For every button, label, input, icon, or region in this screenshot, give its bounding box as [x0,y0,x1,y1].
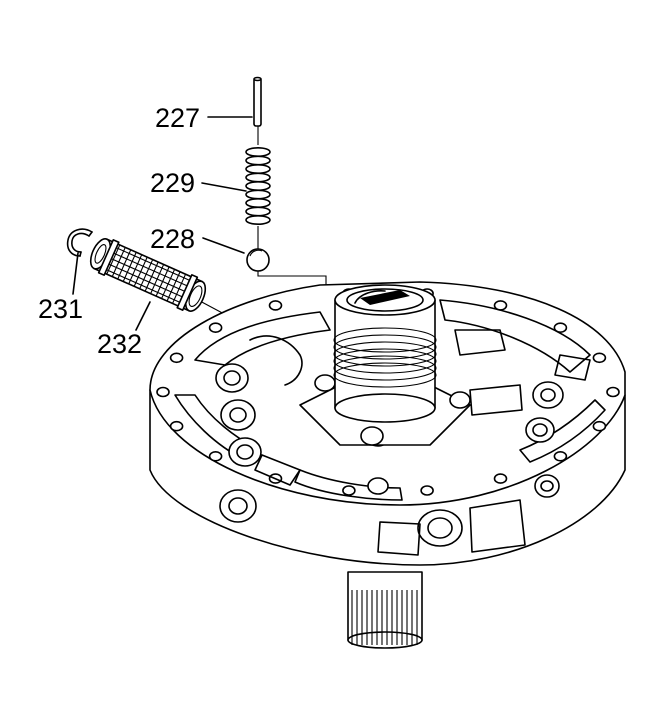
leader-231 [72,252,79,295]
pump-body [149,281,626,649]
align-ball-bore [257,270,327,290]
callout-232: 232 [97,329,142,359]
leader-228 [202,237,245,254]
valve-bores-left [215,335,303,486]
valve-bores-right [454,329,591,498]
callout-231: 231 [38,294,83,324]
ball-228 [246,248,270,272]
leader-lines [72,116,253,331]
output-shaft [347,571,423,649]
callout-227: 227 [155,103,200,133]
leader-229 [201,182,247,192]
front-bosses [219,425,526,556]
filter-screen-232 [89,238,207,312]
callout-229: 229 [150,168,195,198]
snap-ring-231 [66,228,93,257]
pin-227 [253,76,262,127]
leader-232 [135,301,151,331]
spring-229 [245,147,271,226]
stator-hub [333,284,437,423]
callout-228: 228 [150,224,195,254]
